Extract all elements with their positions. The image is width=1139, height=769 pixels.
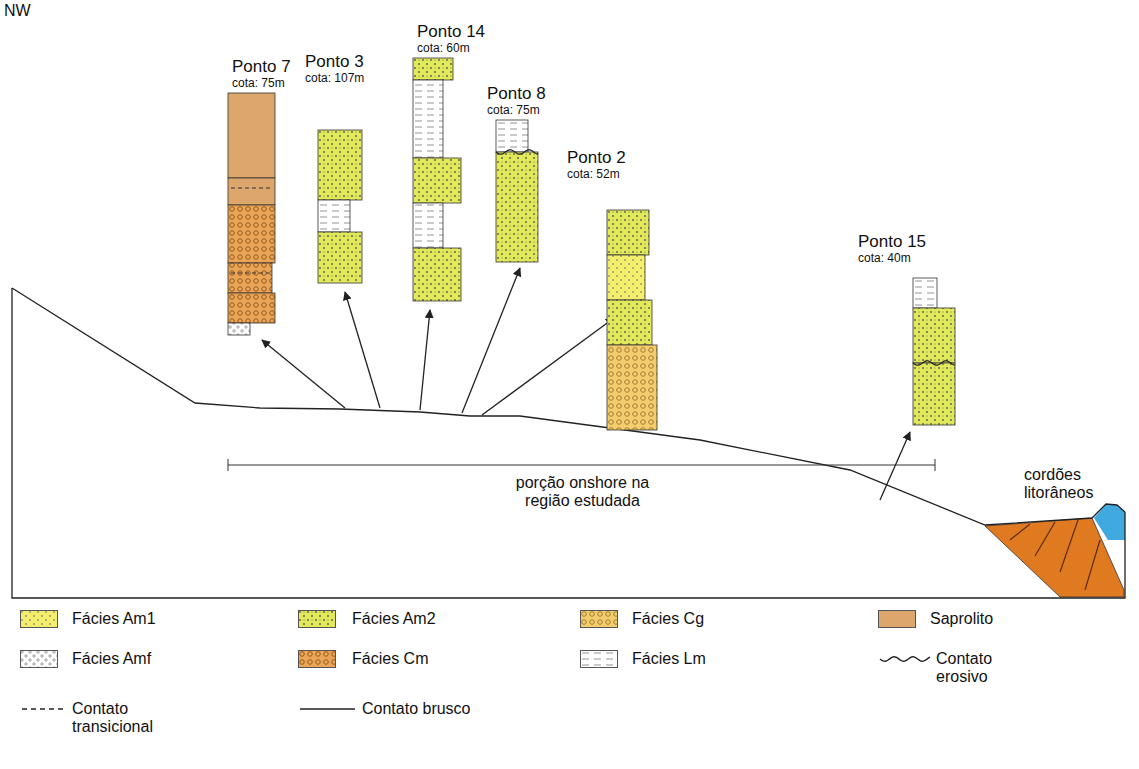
sea-water (1094, 504, 1125, 540)
facies-layer (228, 93, 275, 178)
legend-swatch (298, 650, 336, 668)
column-log (913, 278, 955, 425)
terrain-profile (12, 288, 1125, 525)
legend-swatch (20, 650, 58, 668)
pointer-arrow (262, 340, 345, 408)
elevation-label: cota: 60m (417, 41, 485, 55)
point-name: Ponto 3 (305, 52, 364, 71)
facies-layer (496, 120, 528, 152)
facies-layer (318, 130, 362, 200)
elevation-label: cota: 52m (567, 167, 626, 181)
orientation-label: NW (4, 2, 31, 20)
column-heading: Ponto 2cota: 52m (567, 148, 626, 181)
facies-layer (913, 308, 955, 363)
column-log (228, 93, 275, 335)
facies-layer (228, 293, 275, 323)
pointer-arrow (345, 292, 380, 408)
facies-layer (607, 255, 645, 300)
legend-swatch (580, 650, 618, 668)
hatch-line (1060, 520, 1078, 572)
strat-column: Ponto 14cota: 60m (413, 58, 461, 301)
column-log (318, 130, 362, 283)
point-name: Ponto 15 (858, 232, 926, 251)
legend-swatch (20, 610, 58, 628)
legend-text: Contato brusco (362, 700, 471, 718)
feature-label: cordões litorâneos (1024, 466, 1128, 503)
hatch-line (1085, 540, 1100, 590)
strat-column: Ponto 8cota: 75m (496, 120, 538, 262)
column-heading: Ponto 14cota: 60m (417, 22, 485, 55)
point-name: Ponto 14 (417, 22, 485, 41)
column-log (496, 120, 538, 262)
legend-text: Contato transicional (72, 700, 182, 737)
facies-layer (496, 152, 538, 262)
legend-text: Fácies Lm (632, 650, 706, 668)
legend-swatch (878, 610, 916, 628)
legend-text: Fácies Cm (352, 650, 428, 668)
facies-layer (413, 248, 461, 301)
point-name: Ponto 7 (232, 57, 291, 76)
facies-layer (913, 278, 937, 308)
legend-swatch (298, 610, 336, 628)
transitional-contact (231, 188, 272, 189)
facies-layer (228, 263, 272, 293)
pointer-arrow (462, 268, 520, 413)
elevation-label: cota: 75m (487, 103, 546, 117)
legend-line-sample (878, 650, 936, 668)
column-log (607, 210, 657, 430)
strat-column: Ponto 15cota: 40m (913, 278, 955, 425)
facies-layer (413, 58, 453, 80)
section-frame (12, 288, 1125, 598)
facies-layer (413, 80, 443, 158)
elevation-label: cota: 75m (232, 76, 291, 90)
point-name: Ponto 2 (567, 148, 626, 167)
facies-layer (228, 205, 275, 263)
column-heading: Ponto 15cota: 40m (858, 232, 926, 265)
strat-column: Ponto 3cota: 107m (318, 130, 362, 283)
legend-swatch (580, 610, 618, 628)
legend-text: Fácies Amf (72, 650, 151, 668)
legend-text: Contato erosivo (936, 650, 1016, 687)
facies-layer (318, 200, 350, 232)
facies-layer (413, 158, 461, 203)
column-log (413, 58, 461, 301)
facies-layer (413, 203, 443, 248)
transitional-contact (231, 273, 269, 274)
strat-column: Ponto 2cota: 52m (607, 210, 657, 430)
hatch-line (1010, 524, 1030, 540)
facies-layer (913, 363, 955, 425)
legend-text: Saprolito (930, 610, 993, 628)
erosive-contact (496, 150, 538, 154)
column-heading: Ponto 8cota: 75m (487, 84, 546, 117)
facies-layer (228, 323, 250, 335)
strat-column: Ponto 7cota: 75m (228, 93, 275, 335)
point-name: Ponto 8 (487, 84, 546, 103)
legend-line-sample (20, 700, 78, 718)
legend-text: Fácies Am2 (352, 610, 436, 628)
elevation-label: cota: 107m (305, 71, 364, 85)
extent-bar (228, 459, 935, 471)
facies-layer (607, 300, 652, 345)
column-heading: Ponto 3cota: 107m (305, 52, 364, 85)
facies-layer (318, 232, 362, 283)
hatch-line (1035, 522, 1055, 556)
column-heading: Ponto 7cota: 75m (232, 57, 291, 90)
erosive-contact (913, 361, 955, 365)
legend-text: Fácies Cg (632, 610, 704, 628)
pointer-arrow (482, 318, 614, 415)
facies-layer (607, 345, 657, 430)
extent-label: porção onshore na região estudada (500, 474, 665, 511)
pointer-arrow (880, 432, 910, 500)
legend-text: Fácies Am1 (72, 610, 156, 628)
legend-line-sample (298, 700, 356, 718)
pointer-arrow (420, 310, 430, 410)
facies-layer (607, 210, 649, 255)
facies-layer (228, 178, 275, 205)
elevation-label: cota: 40m (858, 251, 926, 265)
